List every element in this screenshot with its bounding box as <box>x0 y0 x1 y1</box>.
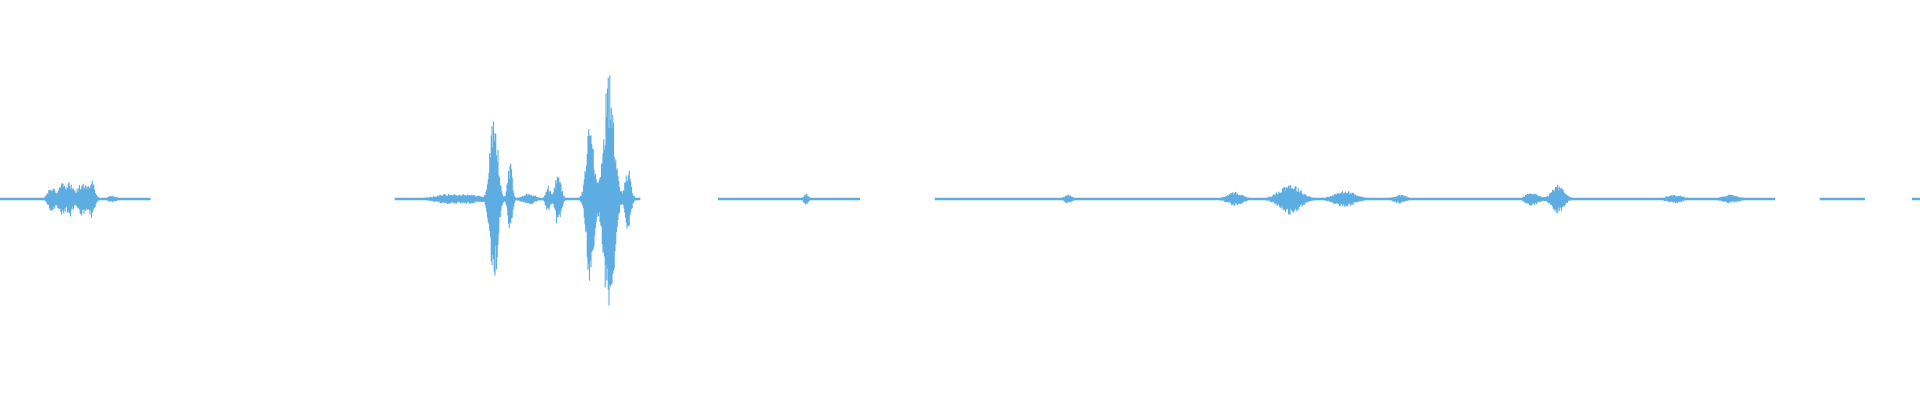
waveform-path <box>0 75 1920 306</box>
waveform-samples <box>0 75 1920 306</box>
